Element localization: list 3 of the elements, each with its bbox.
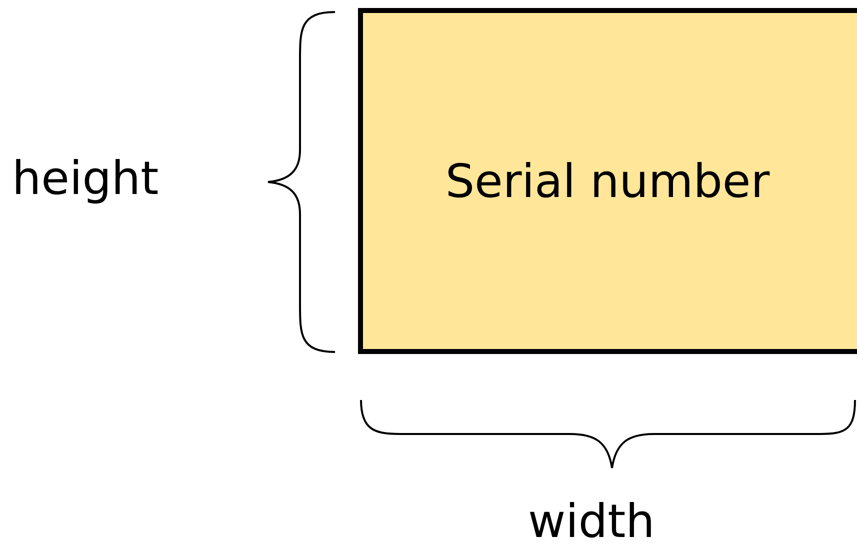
rectangle-box <box>358 8 857 354</box>
box-label: Serial number <box>445 158 770 204</box>
dimension-label: width <box>528 498 655 544</box>
